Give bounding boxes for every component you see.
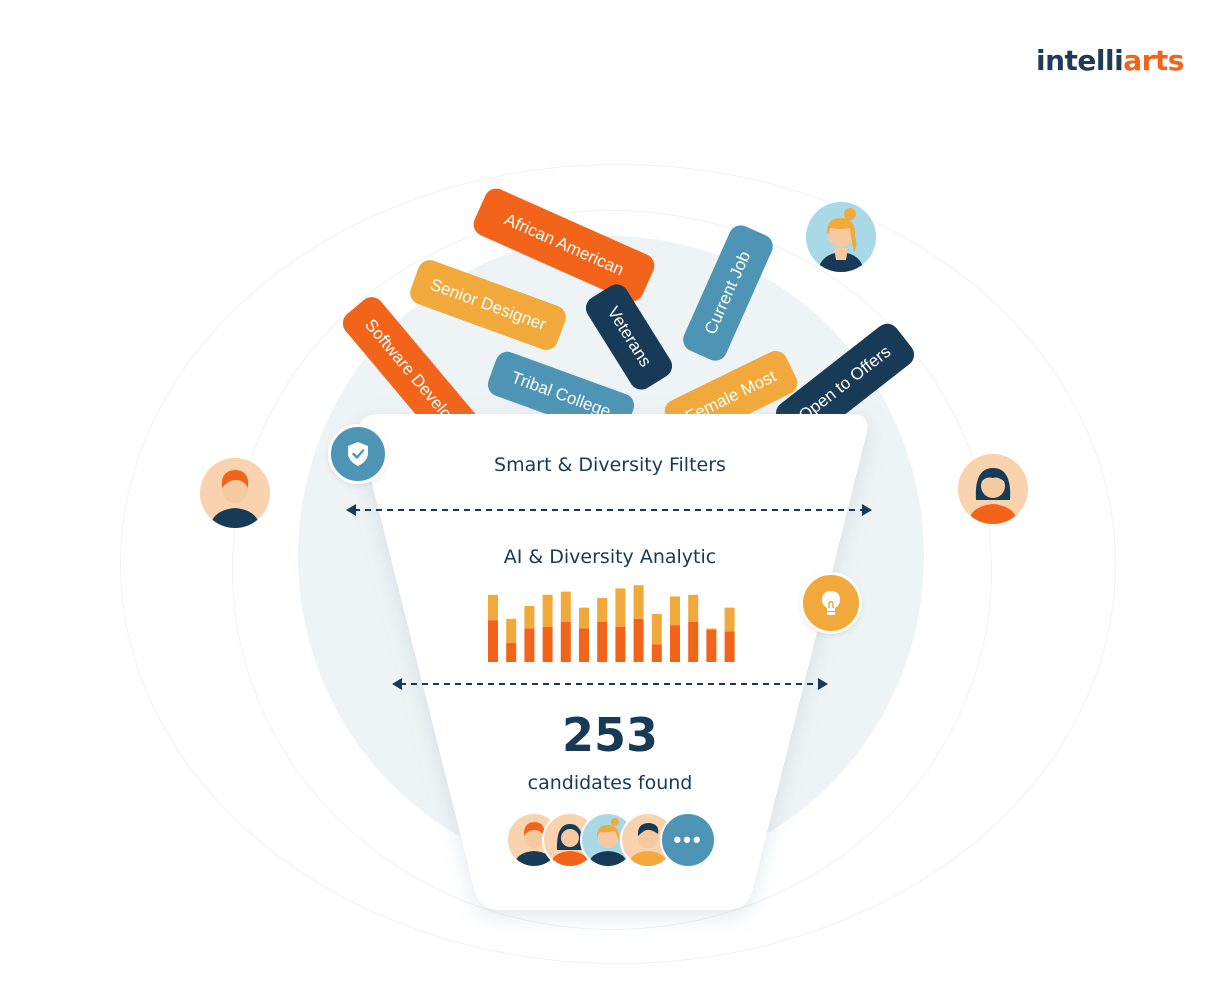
- inner-ring: [232, 210, 992, 930]
- chart-bar-upper: [706, 628, 717, 630]
- chart-bar-upper: [615, 588, 626, 627]
- chart-bar-lower: [651, 644, 662, 662]
- chart-bar-upper: [724, 607, 735, 632]
- candidate-count: 253: [561, 708, 659, 762]
- chart-bar-upper: [506, 618, 517, 643]
- chart-bar-lower: [724, 631, 735, 662]
- outer-ring: [120, 164, 1116, 964]
- chart-bar-lower: [633, 618, 644, 662]
- chart-bar-lower: [615, 626, 626, 662]
- avatar-right: [958, 454, 1028, 524]
- candidate-count-label: candidates found: [527, 772, 693, 794]
- chart-bar-lower: [542, 626, 553, 662]
- separator-1: [346, 504, 872, 516]
- lightbulb-icon: [800, 572, 862, 634]
- logo-part-1: intelli: [1036, 44, 1124, 77]
- more-dots-icon[interactable]: •••: [660, 812, 716, 868]
- logo-part-2: arts: [1123, 44, 1184, 77]
- chart-bar-upper: [597, 598, 608, 622]
- chart-bar-upper: [579, 607, 589, 629]
- chart-bar-upper: [560, 591, 571, 622]
- chart-bar-upper: [670, 596, 680, 626]
- chart-bar-upper: [488, 594, 498, 621]
- chart-bar-upper: [651, 614, 662, 645]
- chart-bar-upper: [688, 594, 699, 622]
- chart-bar-lower: [688, 622, 699, 662]
- chart-bar-lower: [706, 630, 717, 662]
- chart-bar-upper: [633, 585, 644, 619]
- analytic-bar-chart: [488, 585, 735, 662]
- avatar-top-right: [806, 202, 876, 272]
- chart-bar-lower: [579, 628, 589, 662]
- chart-bar-lower: [524, 628, 535, 662]
- chart-bar-lower: [597, 622, 608, 662]
- chart-bar-lower: [670, 625, 680, 662]
- chart-bar-upper: [542, 594, 553, 627]
- shield-check-icon: [328, 424, 388, 484]
- chart-bar-upper: [524, 606, 535, 629]
- intelliarts-logo[interactable]: intelliarts: [1036, 44, 1184, 77]
- chart-bar-lower: [506, 642, 517, 662]
- avatar-left: [200, 458, 270, 528]
- analytic-title: AI & Diversity Analytic: [503, 546, 717, 568]
- filters-title: Smart & Diversity Filters: [494, 454, 726, 476]
- chart-bar-lower: [488, 620, 498, 662]
- chart-bar-lower: [560, 622, 571, 662]
- separator-2: [392, 678, 828, 690]
